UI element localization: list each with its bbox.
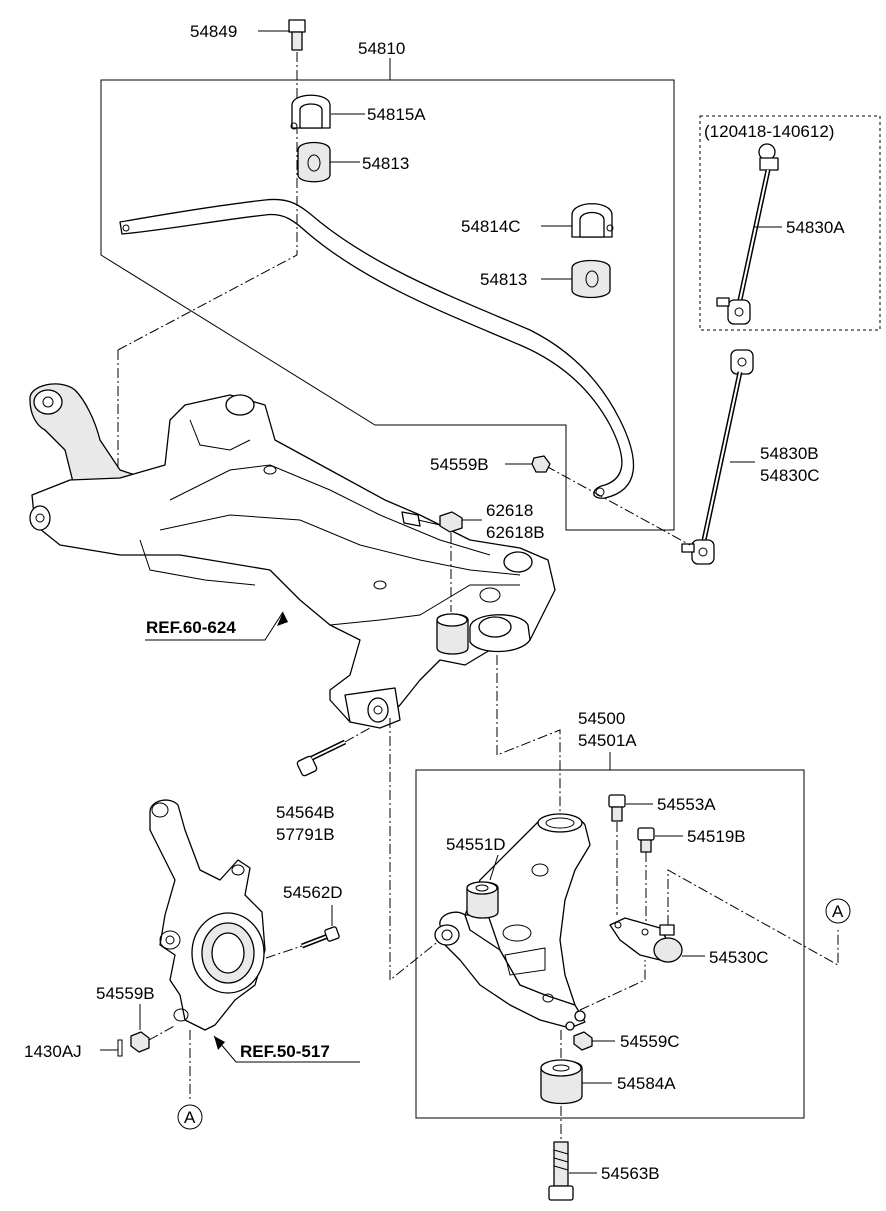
nut-54559B-top xyxy=(531,455,551,473)
label-54813-upper: 54813 xyxy=(362,154,409,173)
label-1430AJ: 1430AJ xyxy=(24,1042,82,1061)
stabilizer-link-54830A xyxy=(716,143,779,325)
bracket-54815A xyxy=(290,94,331,130)
label-54501A: 54501A xyxy=(578,731,637,750)
label-54815A: 54815A xyxy=(367,105,426,124)
label-marker-a-right: A xyxy=(832,902,844,921)
arm-connectors xyxy=(389,655,561,982)
bolt-54849 xyxy=(288,19,306,255)
label-54810: 54810 xyxy=(358,39,405,58)
label-marker-a-bottom: A xyxy=(184,1108,196,1127)
label-54563B: 54563B xyxy=(601,1164,660,1183)
label-54500: 54500 xyxy=(578,709,625,728)
bushing-54584A xyxy=(540,1030,583,1140)
nut-62618 xyxy=(439,511,463,612)
bolt-54562D xyxy=(265,926,340,959)
ref-50-517-arrow xyxy=(213,1035,360,1063)
bolt-54553A xyxy=(608,794,626,915)
leader-lines xyxy=(100,30,782,1174)
nut-54559C xyxy=(573,1031,593,1051)
label-54559B-bottom: 54559B xyxy=(96,984,155,1003)
ball-joint-54530C xyxy=(579,869,839,1011)
bolt-54519B xyxy=(637,827,655,925)
label-date-range: (120418-140612) xyxy=(704,122,834,141)
nut-54559B-bottom xyxy=(130,1024,177,1053)
label-54814C: 54814C xyxy=(461,217,521,236)
label-62618B: 62618B xyxy=(486,523,545,542)
label-54564B: 54564B xyxy=(276,803,335,822)
lower-arm-group-outline xyxy=(415,752,805,1119)
link-54830A-box xyxy=(699,115,881,331)
steering-knuckle xyxy=(149,799,266,1100)
label-54830B: 54830B xyxy=(760,444,819,463)
lower-control-arm xyxy=(434,813,591,1031)
bushing-54813-upper xyxy=(297,141,331,183)
label-57791B: 57791B xyxy=(276,825,335,844)
label-54584A: 54584A xyxy=(617,1074,676,1093)
ref-60-624-arrow xyxy=(145,611,288,641)
front-crossmember xyxy=(29,254,556,729)
label-54551D: 54551D xyxy=(446,835,506,854)
marker-a-bottom xyxy=(177,1104,203,1130)
label-54559C: 54559C xyxy=(620,1032,680,1051)
label-54562D: 54562D xyxy=(283,883,343,902)
stabilizer-link-54830B xyxy=(545,349,754,565)
label-54830A: 54830A xyxy=(786,218,845,237)
bolt-54563B xyxy=(548,1141,574,1201)
label-54559B-top: 54559B xyxy=(430,455,489,474)
label-54830C: 54830C xyxy=(760,466,820,485)
label-ref-60-624: REF.60-624 xyxy=(146,618,236,637)
bolt-54564B xyxy=(296,727,371,777)
label-54519B: 54519B xyxy=(687,827,746,846)
label-ref-50-517: REF.50-517 xyxy=(240,1042,330,1061)
part-labels: 54849 54810 54815A 54813 54814C 54813 (1… xyxy=(24,22,845,1183)
bushing-54813-lower xyxy=(571,259,611,299)
label-54813-lower: 54813 xyxy=(480,270,527,289)
cotter-pin-1430AJ xyxy=(117,1039,123,1057)
label-62618: 62618 xyxy=(486,501,533,520)
stabilizer-bar xyxy=(119,198,635,499)
bracket-54814C xyxy=(571,203,614,238)
label-54849: 54849 xyxy=(190,22,237,41)
label-54553A: 54553A xyxy=(657,795,716,814)
bushing-54551D xyxy=(466,881,499,919)
marker-a-right xyxy=(825,898,851,924)
label-54530C: 54530C xyxy=(709,948,769,967)
